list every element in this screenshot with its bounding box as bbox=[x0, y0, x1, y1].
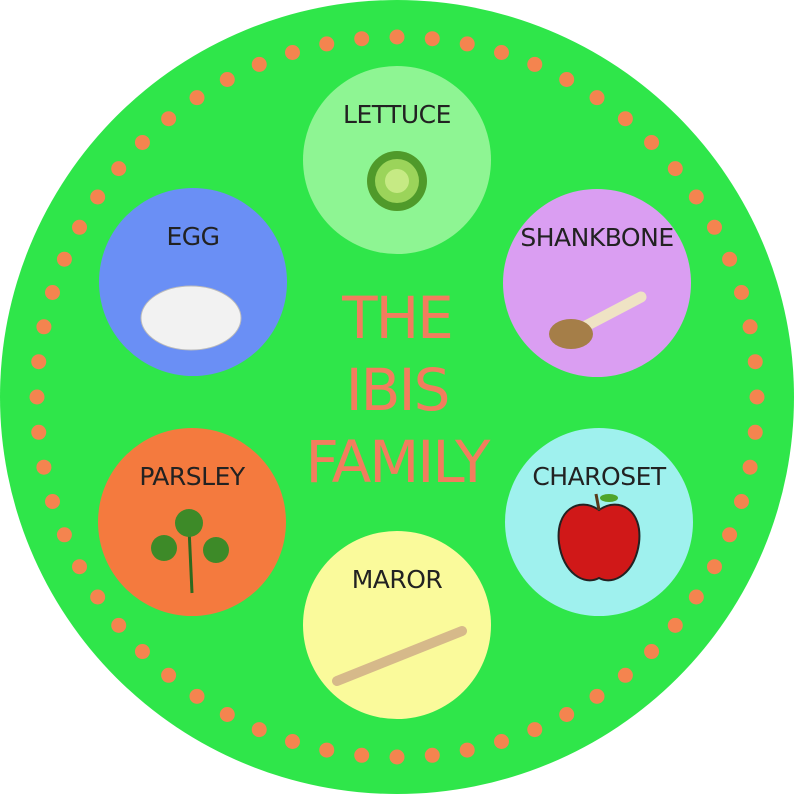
border-dot bbox=[722, 527, 738, 543]
border-dot bbox=[706, 219, 722, 235]
border-dot bbox=[36, 319, 52, 335]
border-dot bbox=[56, 527, 72, 543]
border-dot bbox=[284, 733, 300, 749]
border-dot bbox=[219, 706, 235, 722]
border-dot bbox=[742, 319, 758, 335]
border-dot bbox=[589, 90, 605, 106]
border-dot bbox=[90, 589, 106, 605]
item-label: Charoset bbox=[532, 462, 666, 491]
border-dot bbox=[688, 189, 704, 205]
border-dot bbox=[527, 56, 543, 72]
border-dot bbox=[251, 722, 267, 738]
border-dot bbox=[161, 111, 177, 127]
border-dot bbox=[161, 667, 177, 683]
border-dot bbox=[45, 284, 61, 300]
border-dot bbox=[31, 354, 47, 370]
item-parsley: Parsley bbox=[98, 428, 286, 616]
item-label: Lettuce bbox=[343, 100, 451, 129]
border-dot bbox=[706, 559, 722, 575]
item-lettuce: Lettuce bbox=[303, 66, 491, 254]
border-dot bbox=[527, 722, 543, 738]
item-shankbone: Shankbone bbox=[503, 189, 691, 377]
horseradish-icon bbox=[332, 626, 467, 686]
border-dot bbox=[424, 747, 440, 763]
border-dot bbox=[189, 688, 205, 704]
item-charoset: Charoset bbox=[505, 428, 693, 616]
apple-icon bbox=[557, 493, 641, 582]
egg-icon bbox=[140, 285, 242, 351]
border-dot bbox=[72, 559, 88, 575]
border-dot bbox=[589, 688, 605, 704]
border-dot bbox=[111, 617, 127, 633]
border-dot bbox=[251, 56, 267, 72]
border-dot bbox=[494, 45, 510, 61]
border-dot bbox=[389, 749, 405, 765]
item-label: Egg bbox=[166, 222, 220, 251]
border-dot bbox=[134, 134, 150, 150]
border-dot bbox=[644, 134, 660, 150]
lettuce-icon bbox=[367, 151, 427, 211]
border-dot bbox=[559, 72, 575, 88]
border-dot bbox=[459, 742, 475, 758]
border-dot bbox=[747, 424, 763, 440]
border-dot bbox=[459, 36, 475, 52]
border-dot bbox=[747, 354, 763, 370]
border-dot bbox=[31, 424, 47, 440]
border-dot bbox=[354, 747, 370, 763]
border-dot bbox=[354, 31, 370, 47]
title-line: Family bbox=[305, 428, 491, 496]
border-dot bbox=[319, 36, 335, 52]
border-dot bbox=[134, 644, 150, 660]
border-dot bbox=[667, 617, 683, 633]
border-dot bbox=[111, 161, 127, 177]
border-dot bbox=[219, 72, 235, 88]
border-dot bbox=[742, 459, 758, 475]
border-dot bbox=[389, 29, 405, 45]
border-dot bbox=[688, 589, 704, 605]
border-dot bbox=[667, 161, 683, 177]
border-dot bbox=[644, 644, 660, 660]
item-label: Parsley bbox=[139, 462, 245, 491]
border-dot bbox=[189, 90, 205, 106]
border-dot bbox=[617, 667, 633, 683]
plate-title: The Ibis Family bbox=[297, 282, 497, 498]
border-dot bbox=[722, 251, 738, 267]
item-label: Maror bbox=[351, 565, 443, 594]
border-dot bbox=[733, 494, 749, 510]
parsley-icon bbox=[151, 509, 229, 594]
item-label: Shankbone bbox=[520, 223, 674, 252]
title-line: The bbox=[342, 284, 454, 352]
border-dot bbox=[733, 284, 749, 300]
item-maror: Maror bbox=[303, 531, 491, 719]
border-dot bbox=[559, 706, 575, 722]
shankbone-icon bbox=[549, 291, 647, 349]
border-dot bbox=[36, 459, 52, 475]
border-dot bbox=[72, 219, 88, 235]
border-dot bbox=[56, 251, 72, 267]
border-dot bbox=[90, 189, 106, 205]
border-dot bbox=[494, 733, 510, 749]
border-dot bbox=[319, 742, 335, 758]
item-egg: Egg bbox=[99, 188, 287, 376]
border-dot bbox=[424, 31, 440, 47]
title-line: Ibis bbox=[345, 356, 451, 424]
border-dot bbox=[45, 494, 61, 510]
border-dot bbox=[749, 389, 765, 405]
border-dot bbox=[284, 45, 300, 61]
border-dot bbox=[29, 389, 45, 405]
border-dot bbox=[617, 111, 633, 127]
